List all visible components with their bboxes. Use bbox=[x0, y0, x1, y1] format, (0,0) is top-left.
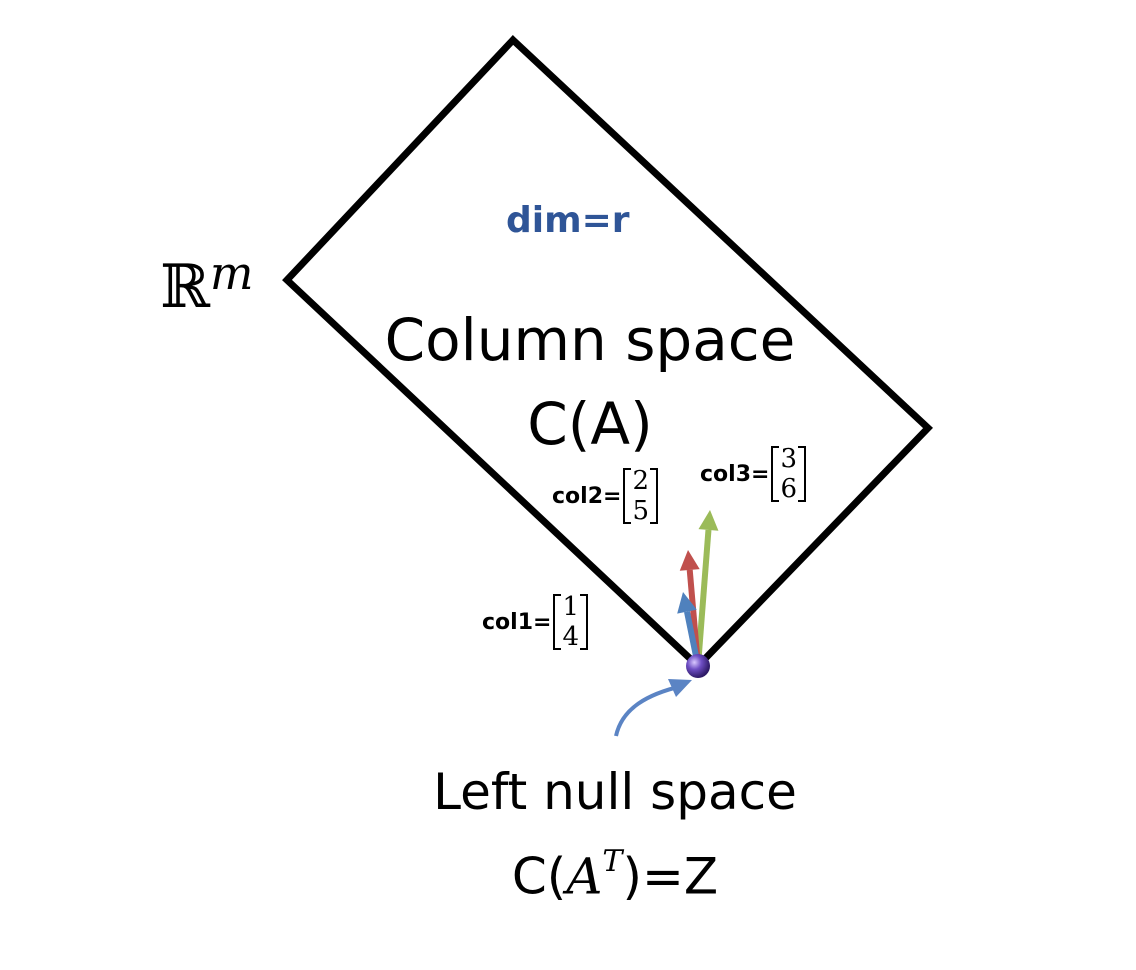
notation-suffix: )=Z bbox=[622, 847, 719, 906]
col1-top: 1 bbox=[562, 592, 579, 622]
column-space-title: Column space bbox=[384, 306, 796, 374]
col3-name: col3= bbox=[700, 461, 770, 487]
notation-base: A bbox=[566, 847, 603, 906]
col2-bottom: 5 bbox=[632, 496, 649, 526]
col2-matrix: 2 5 bbox=[623, 466, 658, 526]
col3-matrix: 3 6 bbox=[771, 444, 806, 504]
dimension-label: dim=r bbox=[506, 200, 630, 241]
space-exponent: m bbox=[209, 246, 254, 300]
space-label: ℝm bbox=[160, 238, 254, 322]
col1-matrix: 1 4 bbox=[553, 592, 588, 652]
col2-name: col2= bbox=[552, 483, 622, 509]
col1-name: col1= bbox=[482, 609, 552, 635]
col1-label: col1= 1 4 bbox=[482, 592, 588, 652]
col3-label: col3= 3 6 bbox=[700, 444, 806, 504]
col3-bottom: 6 bbox=[780, 474, 797, 504]
vector-col3-shaft bbox=[695, 529, 712, 667]
pointer-arrow-head bbox=[668, 679, 692, 697]
left-null-space-notation: C(AT)=Z bbox=[415, 834, 815, 905]
col3-top: 3 bbox=[780, 444, 797, 474]
notation-prefix: C( bbox=[511, 847, 567, 906]
space-base: ℝ bbox=[160, 252, 210, 322]
column-vectors bbox=[677, 510, 719, 667]
col2-label: col2= 2 5 bbox=[552, 466, 658, 526]
vector-col2-head bbox=[679, 550, 700, 571]
notation-exponent: T bbox=[602, 844, 623, 879]
origin-point bbox=[686, 654, 710, 678]
column-space-notation: C(A) bbox=[527, 390, 653, 458]
pointer-arrow bbox=[614, 684, 683, 737]
vector-col3-head bbox=[698, 510, 719, 531]
left-null-space-title: Left null space bbox=[433, 763, 797, 821]
col2-top: 2 bbox=[632, 466, 649, 496]
col1-bottom: 4 bbox=[562, 622, 579, 652]
vector-col1-head bbox=[677, 592, 697, 614]
